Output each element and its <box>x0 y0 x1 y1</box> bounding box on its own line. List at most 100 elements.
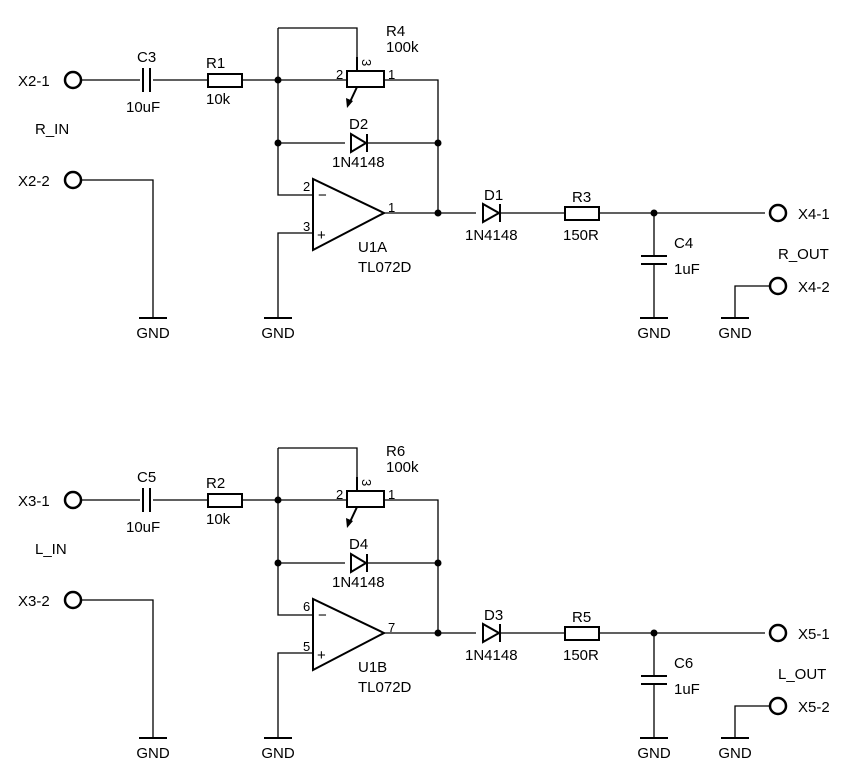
wire <box>277 232 313 318</box>
terminal-x5-1[interactable] <box>768 623 788 643</box>
terminal-label: X4-2 <box>798 279 830 296</box>
component-value: 1N4148 <box>332 154 385 171</box>
pin-number: 2 <box>336 487 343 502</box>
terminal-x4-2[interactable] <box>768 276 788 296</box>
component-value: 1N4148 <box>465 227 518 244</box>
diode-triangle <box>482 622 502 644</box>
ground-label: GND <box>637 745 671 762</box>
ground-label: GND <box>136 325 170 342</box>
component-value: 10k <box>206 91 231 108</box>
opamp-triangle <box>312 177 387 252</box>
component-ref: C6 <box>674 655 693 672</box>
wire <box>734 285 770 318</box>
component-value: 100k <box>386 459 419 476</box>
component-value: 10uF <box>126 519 160 536</box>
opamp-plus-sign: + <box>317 647 326 664</box>
wire <box>81 599 154 738</box>
net-label: L_IN <box>35 541 67 558</box>
ground-label: GND <box>261 325 295 342</box>
component-value: 1uF <box>674 261 700 278</box>
pin-number: 5 <box>303 639 310 654</box>
pin-number: 2 <box>303 179 310 194</box>
diode-d3[interactable] <box>482 622 502 644</box>
pin-number: 1 <box>388 67 395 82</box>
terminal-x5-2[interactable] <box>768 696 788 716</box>
component-ref: R2 <box>206 475 225 492</box>
component-ref: U1A <box>358 239 387 256</box>
component-value: TL072D <box>358 259 412 276</box>
pin-number: 2 <box>336 67 343 82</box>
opamp-u1a[interactable]: −+ <box>312 177 387 252</box>
component-value: 10k <box>206 511 231 528</box>
pin-number: 6 <box>303 599 310 614</box>
diode-d2[interactable] <box>350 132 368 154</box>
component-value: 150R <box>563 647 599 664</box>
diode-triangle <box>350 132 368 154</box>
terminal-label: X2-2 <box>18 173 50 190</box>
component-ref: C3 <box>137 49 156 66</box>
wire <box>278 27 358 57</box>
terminal-label: X3-2 <box>18 593 50 610</box>
component-value: 1N4148 <box>332 574 385 591</box>
capacitor-c4[interactable] <box>641 255 667 265</box>
net-label: R_OUT <box>778 246 829 263</box>
junction-dot <box>434 629 442 637</box>
component-ref: D1 <box>484 187 503 204</box>
resistor-r5[interactable] <box>564 626 600 641</box>
diode-triangle <box>482 202 502 224</box>
component-ref: D3 <box>484 607 503 624</box>
ground-label: GND <box>718 325 752 342</box>
junction-dot <box>434 559 442 567</box>
opamp-u1b[interactable]: −+ <box>312 597 387 672</box>
wire <box>277 448 313 616</box>
component-ref: U1B <box>358 659 387 676</box>
ground-label: GND <box>718 745 752 762</box>
component-ref: R3 <box>572 189 591 206</box>
pot-body <box>346 70 385 88</box>
wire <box>277 652 313 738</box>
terminal-label: X2-1 <box>18 73 50 90</box>
potentiometer-r6[interactable] <box>346 477 385 528</box>
pot-arrow-head <box>346 98 353 108</box>
component-value: 10uF <box>126 99 160 116</box>
component-ref: C4 <box>674 235 693 252</box>
capacitor-c3[interactable] <box>142 68 151 92</box>
diode-d1[interactable] <box>482 202 502 224</box>
terminal-x2-2[interactable] <box>63 170 83 190</box>
component-ref: R4 <box>386 23 405 40</box>
terminal-x4-1[interactable] <box>768 203 788 223</box>
ground-label: GND <box>136 745 170 762</box>
capacitor-c5[interactable] <box>142 488 151 512</box>
component-value: TL072D <box>358 679 412 696</box>
resistor-r3[interactable] <box>564 206 600 221</box>
ground-label: GND <box>261 745 295 762</box>
diode-triangle <box>350 552 368 574</box>
terminal-x3-1[interactable] <box>63 490 83 510</box>
component-ref: C5 <box>137 469 156 486</box>
terminal-x3-2[interactable] <box>63 590 83 610</box>
net-label: L_OUT <box>778 666 826 683</box>
pin-number: 3 <box>359 479 374 486</box>
wire <box>384 79 439 213</box>
resistor-r2[interactable] <box>207 493 243 508</box>
diode-d4[interactable] <box>350 552 368 574</box>
opamp-plus-sign: + <box>317 227 326 244</box>
terminal-label: X4-1 <box>798 206 830 223</box>
pot-body <box>346 490 385 508</box>
terminal-label: X3-1 <box>18 493 50 510</box>
junction-dot <box>434 139 442 147</box>
potentiometer-r4[interactable] <box>346 57 385 108</box>
wire <box>277 28 313 196</box>
pin-number: 1 <box>388 200 395 215</box>
wire <box>734 705 770 738</box>
component-ref: D2 <box>349 116 368 133</box>
net-label: R_IN <box>35 121 69 138</box>
ground-label: GND <box>637 325 671 342</box>
capacitor-c6[interactable] <box>641 675 667 685</box>
opamp-minus-sign: − <box>318 187 327 204</box>
terminal-label: X5-1 <box>798 626 830 643</box>
terminal-x2-1[interactable] <box>63 70 83 90</box>
resistor-r1[interactable] <box>207 73 243 88</box>
